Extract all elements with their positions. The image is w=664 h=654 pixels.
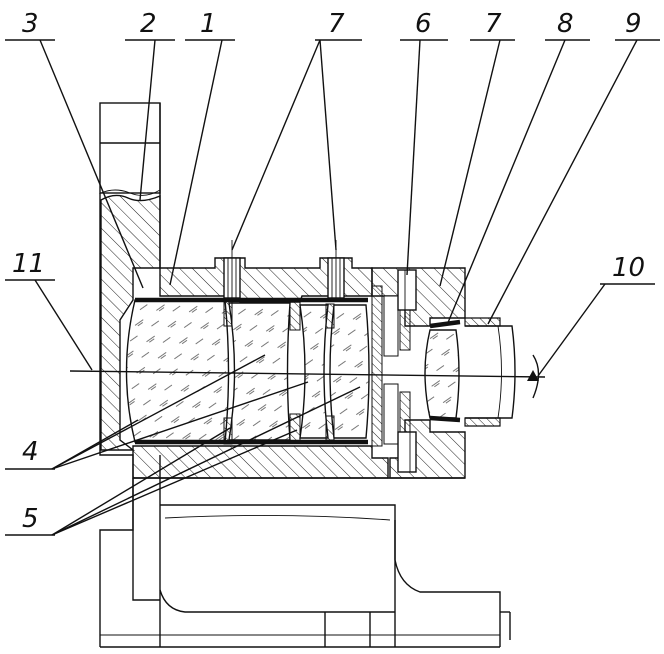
label-4: 4 (22, 437, 39, 467)
output-tube (465, 318, 515, 426)
label-3: 3 (22, 9, 39, 39)
label-7-right: 7 (485, 9, 502, 39)
label-1: 1 (200, 9, 217, 39)
label-7-top: 7 (328, 9, 345, 39)
label-2: 2 (140, 9, 157, 39)
label-5: 5 (22, 504, 39, 534)
label-6: 6 (415, 9, 432, 39)
adjustment-mechanism (372, 268, 465, 478)
label-8: 8 (557, 9, 574, 39)
label-9: 9 (625, 9, 642, 39)
label-11: 11 (12, 249, 45, 279)
label-10: 10 (612, 253, 645, 283)
